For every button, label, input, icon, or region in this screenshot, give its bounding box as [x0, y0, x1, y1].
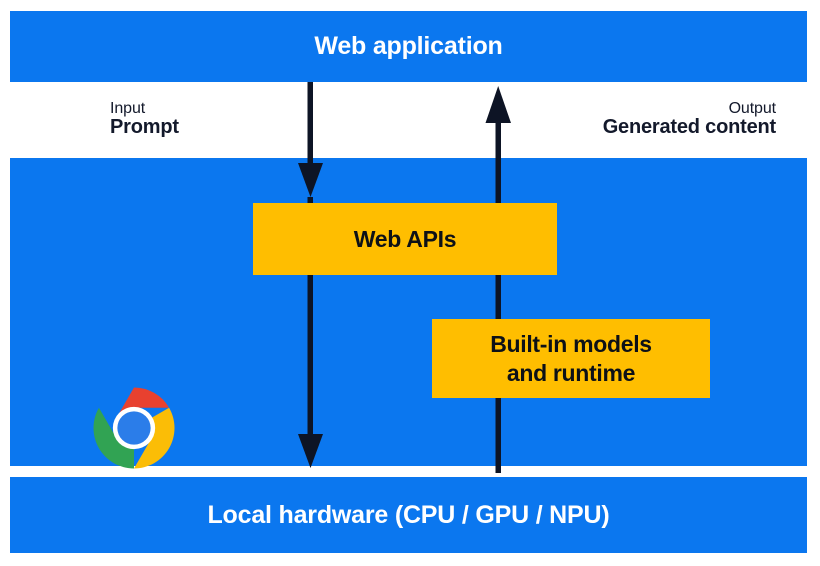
- layer-web-application: Web application: [10, 11, 807, 82]
- component-builtin-models[interactable]: Built-in models and runtime: [432, 319, 710, 398]
- layer-local-hardware-label: Local hardware (CPU / GPU / NPU): [207, 500, 610, 529]
- chrome-logo-icon: [93, 387, 175, 469]
- flow-input-kind: Input: [110, 100, 146, 117]
- component-builtin-models-line2: and runtime: [506, 359, 636, 386]
- layer-web-application-label: Web application: [314, 32, 503, 60]
- flow-output-kind: Output: [728, 100, 777, 117]
- component-web-apis[interactable]: Web APIs: [253, 203, 557, 275]
- component-web-apis-label: Web APIs: [353, 225, 457, 252]
- component-builtin-models-text: Built-in models and runtime: [490, 330, 652, 386]
- component-builtin-models-line1: Built-in models: [490, 331, 652, 358]
- flow-output-value: Generated content: [602, 116, 777, 139]
- layer-local-hardware: Local hardware (CPU / GPU / NPU): [10, 477, 807, 553]
- flow-label-output: Output Generated content: [602, 100, 777, 139]
- flow-input-value: Prompt: [110, 116, 179, 139]
- flow-label-input: Input Prompt: [110, 100, 179, 139]
